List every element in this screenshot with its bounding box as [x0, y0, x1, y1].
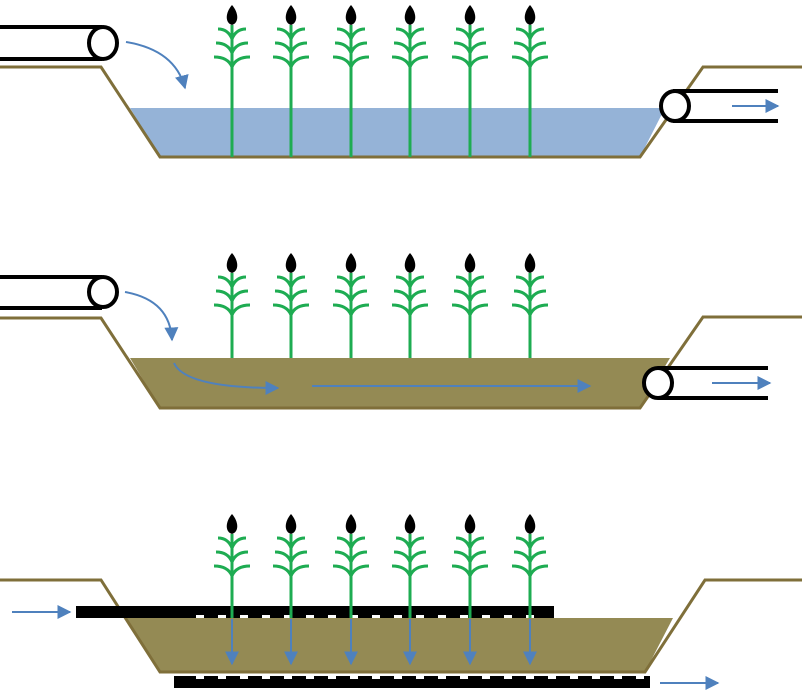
inlet-pipe-icon: [0, 25, 119, 61]
perforation: [592, 676, 600, 679]
panel-surface-flow: [0, 5, 802, 159]
perforation: [394, 676, 402, 679]
perforation: [614, 676, 622, 679]
outlet-pipe-icon: [659, 89, 778, 123]
plant-icon: [451, 253, 489, 358]
plant-icon: [213, 5, 251, 157]
plant-icon: [213, 514, 251, 618]
perforation: [482, 676, 490, 679]
water-body: [130, 108, 665, 157]
perforation: [636, 676, 644, 679]
perforation: [460, 615, 468, 618]
perforation: [438, 615, 446, 618]
plant-icon: [511, 5, 549, 157]
perforation: [438, 676, 446, 679]
plant-icon: [511, 253, 549, 358]
ground-bank: [0, 578, 802, 674]
plant-icon: [391, 253, 429, 358]
perforation: [196, 615, 204, 618]
perforation: [328, 676, 336, 679]
perforation: [416, 676, 424, 679]
plant-icon: [391, 514, 429, 618]
perforation: [218, 676, 226, 679]
perforation: [262, 615, 270, 618]
plant-icon: [272, 5, 310, 157]
panel-horizontal-subsurface-flow: [0, 253, 802, 410]
inlet-pipe-icon: [0, 275, 119, 310]
perforation: [416, 615, 424, 618]
distribution-pipe-icon: [76, 606, 554, 618]
perforation: [350, 615, 358, 618]
perforation: [372, 615, 380, 618]
flow-arrow-icon: [173, 362, 280, 395]
perforation: [504, 676, 512, 679]
ground-bank: [0, 65, 802, 159]
plant-icon: [451, 5, 489, 157]
plant-icon: [332, 5, 370, 157]
drain-pipe-icon: [174, 676, 650, 688]
panel-vertical-subsurface-flow: [0, 514, 802, 690]
perforation: [460, 676, 468, 679]
perforation: [306, 676, 314, 679]
perforation: [240, 676, 248, 679]
perforation: [504, 615, 512, 618]
perforation: [328, 615, 336, 618]
perforation: [526, 676, 534, 679]
plant-icon: [511, 514, 549, 618]
soil-bed: [125, 618, 673, 672]
perforation: [570, 676, 578, 679]
perforation: [482, 615, 490, 618]
perforation: [262, 676, 270, 679]
perforation: [394, 615, 402, 618]
perforation: [218, 615, 226, 618]
plant-icon: [332, 514, 370, 618]
plant-icon: [272, 514, 310, 618]
perforation: [240, 615, 248, 618]
perforation: [548, 676, 556, 679]
plant-icon: [272, 253, 310, 358]
flow-arrow-icon: [124, 291, 179, 342]
outlet-pipe-icon: [642, 366, 768, 400]
perforation: [284, 676, 292, 679]
plant-icon: [213, 253, 251, 358]
perforation: [306, 615, 314, 618]
plant-icon: [332, 253, 370, 358]
flow-arrow-icon: [125, 41, 189, 90]
perforation: [196, 676, 204, 679]
plant-icon: [391, 5, 429, 157]
perforation: [372, 676, 380, 679]
perforation: [284, 615, 292, 618]
ground-bank: [0, 315, 802, 410]
soil-bed: [130, 358, 670, 408]
perforation: [350, 676, 358, 679]
plant-icon: [451, 514, 489, 618]
